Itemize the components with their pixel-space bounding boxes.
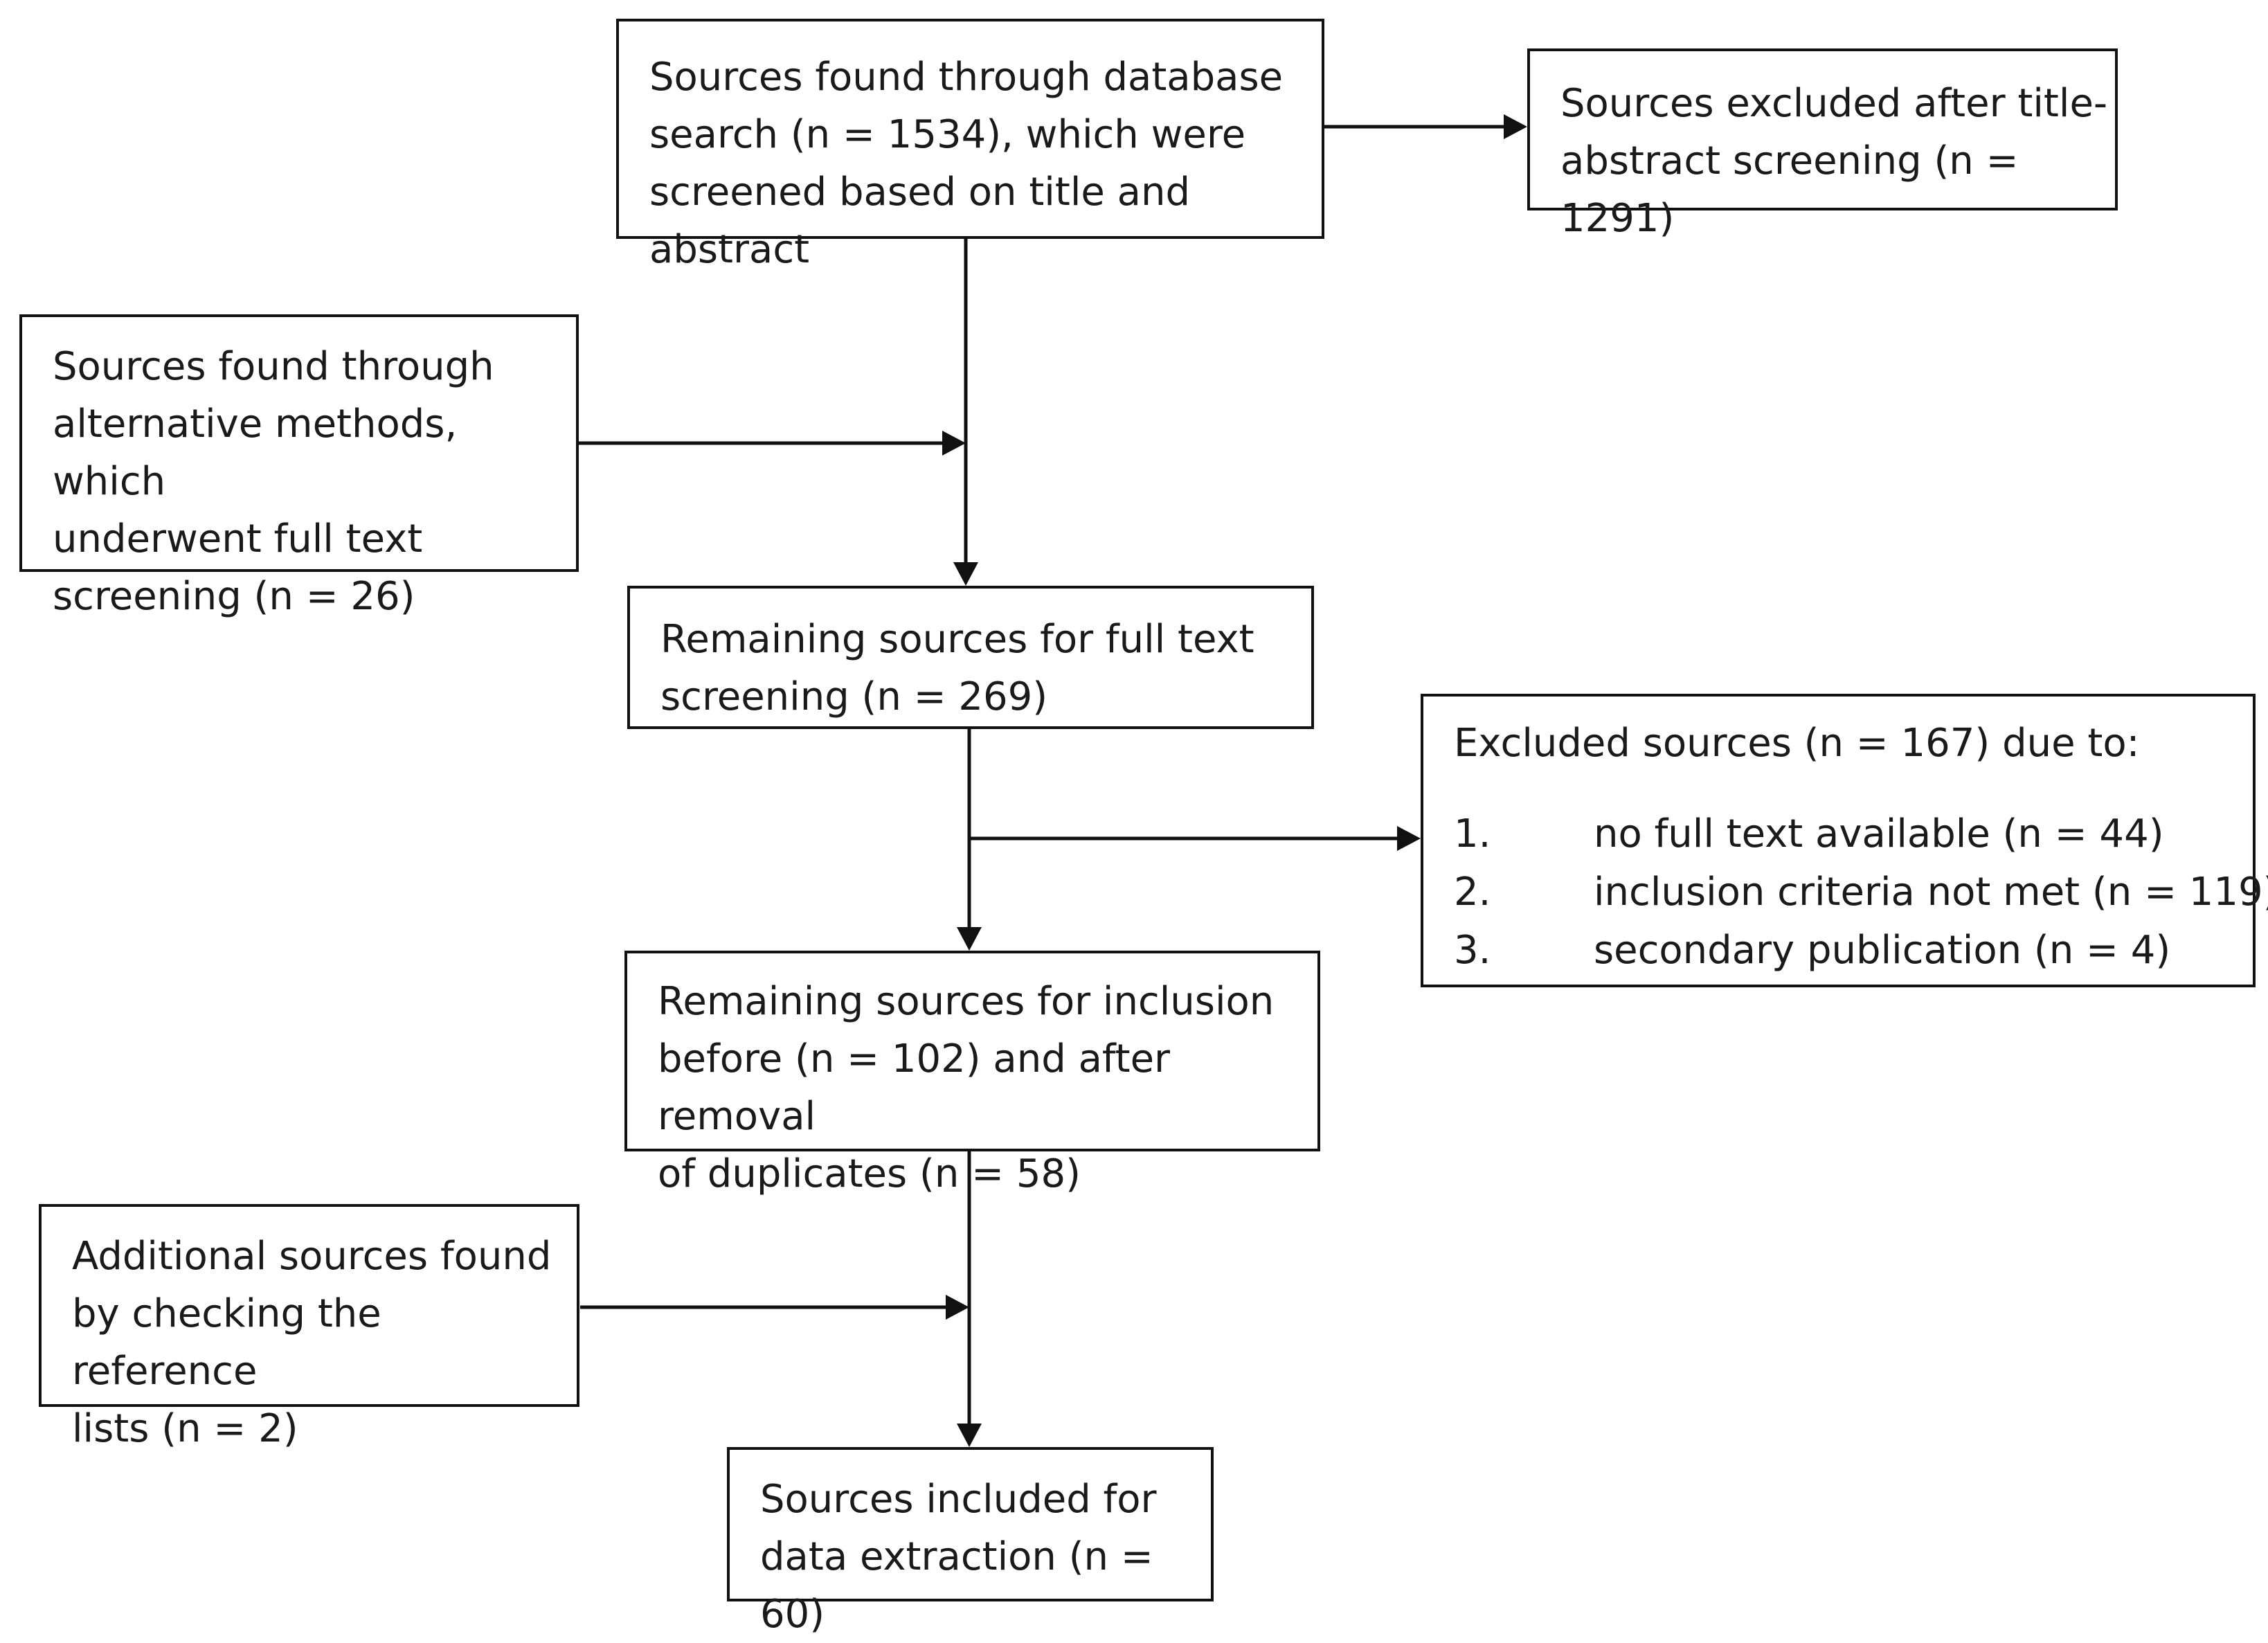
arrowhead-alternative-to-spine (942, 431, 966, 456)
included-box: Sources included for data extraction (n … (727, 1447, 1214, 1637)
full-text-screening-text: Remaining sources for full text screenin… (660, 617, 1254, 719)
remaining-inclusion-text: Remaining sources for inclusion before (… (658, 979, 1275, 1196)
excluded-title-abstract-text: Sources excluded after title- abstract s… (1560, 81, 2108, 241)
exclusion-reason-number: 3. (1454, 928, 1491, 973)
reference-lists-text: Additional sources found by checking the… (72, 1234, 552, 1451)
exclusion-reason-label: secondary publication (n = 4) (1594, 928, 2171, 973)
arrowhead-included (957, 1424, 982, 1447)
arrowhead-excluded-title-abstract (1504, 114, 1527, 139)
exclusion-reason-item: 1. no full text available (n = 44) (1454, 805, 2253, 863)
exclusion-reason-item: 3. secondary publication (n = 4) (1454, 922, 2253, 980)
database-search-text: Sources found through database search (n… (649, 55, 1284, 272)
reference-lists-box: Additional sources found by checking the… (39, 1204, 579, 1451)
remaining-inclusion-box: Remaining sources for inclusion before (… (624, 951, 1320, 1196)
arrowhead-full-text-screening (953, 562, 978, 586)
alternative-methods-box: Sources found through alternative method… (19, 314, 579, 619)
excluded-sources-box: Excluded sources (n = 167) due to: 1. no… (1421, 694, 2268, 987)
arrowhead-excluded-sources (1397, 826, 1421, 851)
exclusion-reason-number: 2. (1454, 870, 1491, 915)
exclusion-reasons-list: 1. no full text available (n = 44) 2. in… (1454, 805, 2268, 980)
full-text-screening-box: Remaining sources for full text screenin… (627, 586, 1314, 729)
arrowhead-reference-to-spine (946, 1295, 969, 1320)
exclusion-reason-label: inclusion criteria not met (n = 119) (1594, 870, 2268, 915)
exclusion-reason-item: 2. inclusion criteria not met (n = 119) (1454, 863, 2268, 922)
excluded-sources-heading: Excluded sources (n = 167) due to: (1454, 721, 2140, 766)
database-search-box: Sources found through database search (n… (616, 19, 1324, 272)
included-text: Sources included for data extraction (n … (760, 1477, 1157, 1637)
excluded-title-abstract-box: Sources excluded after title- abstract s… (1527, 48, 2118, 241)
exclusion-reason-number: 1. (1454, 811, 1491, 856)
alternative-methods-text: Sources found through alternative method… (53, 344, 494, 619)
exclusion-reason-label: no full text available (n = 44) (1594, 811, 2164, 856)
arrowhead-remaining-inclusion (957, 927, 982, 951)
